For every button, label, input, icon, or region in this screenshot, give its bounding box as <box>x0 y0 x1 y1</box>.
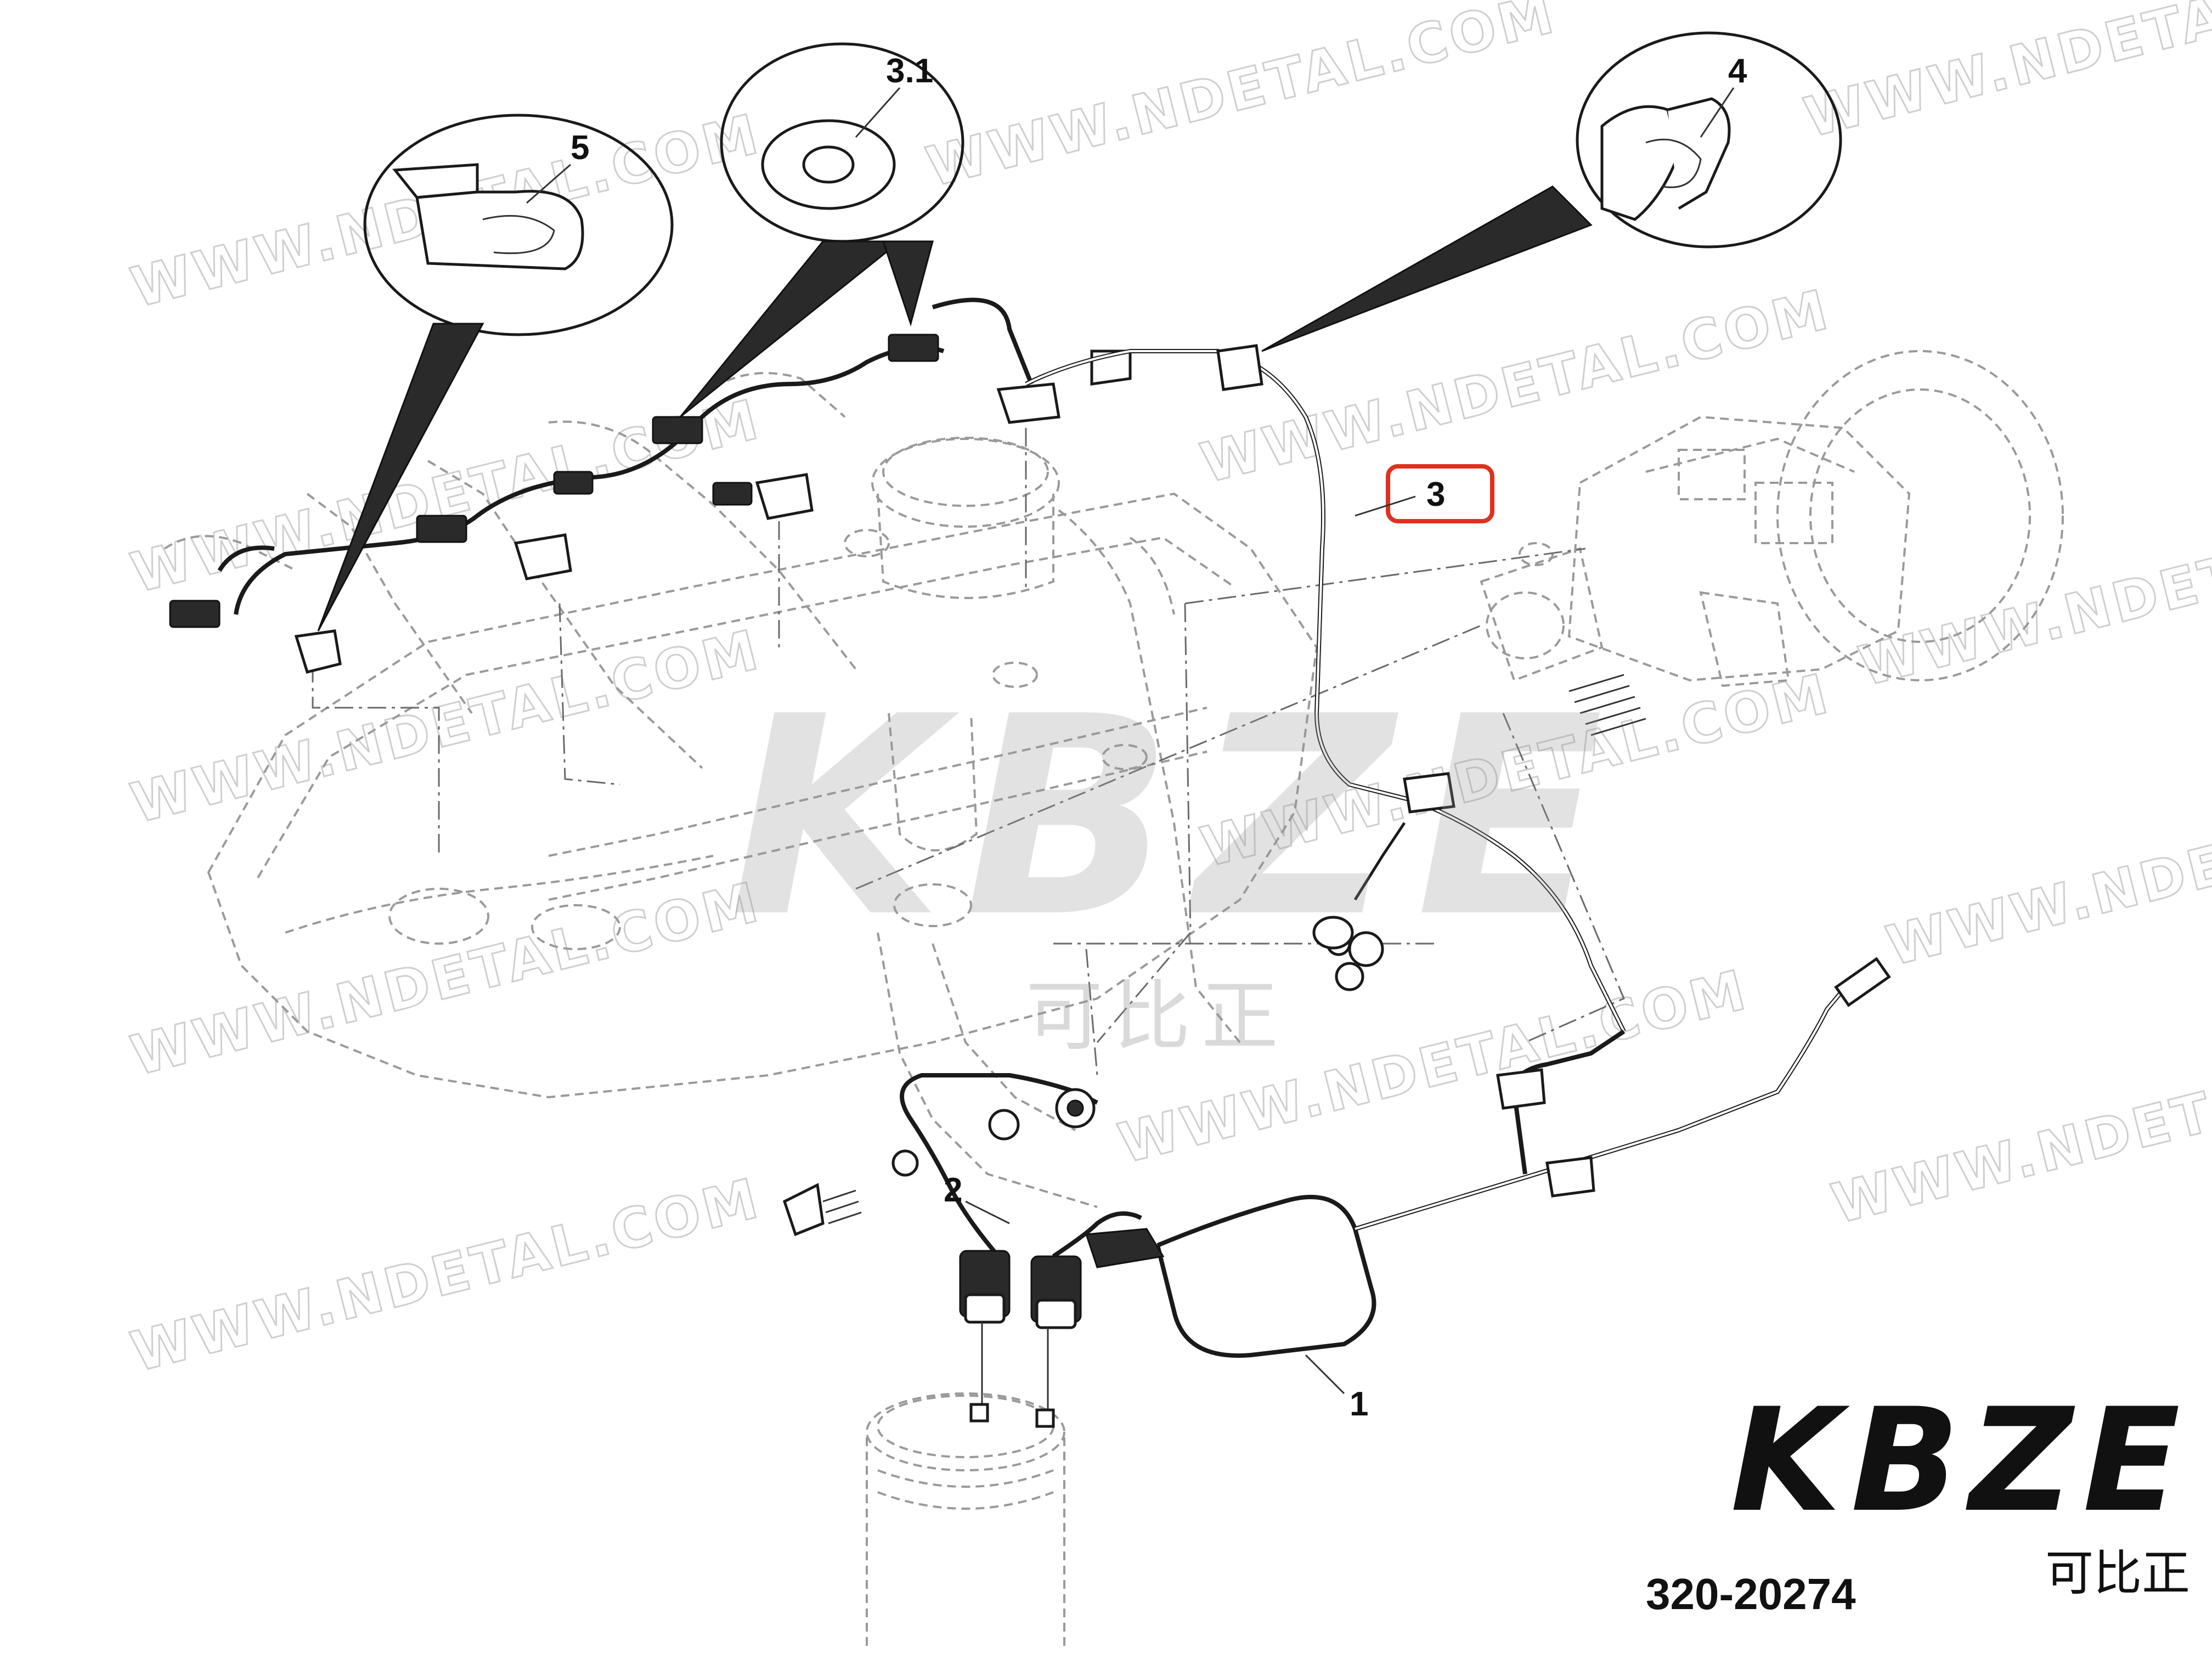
highlight-box <box>1386 464 1494 523</box>
injector-connector <box>169 600 221 628</box>
brand-logo: KBZE 可比正 <box>1730 1390 2190 1604</box>
watermark-text: WWW.NDETAL.COM <box>1881 760 2212 978</box>
injector-connector <box>416 515 467 543</box>
injector-connector <box>712 482 753 506</box>
callout-pointer <box>679 240 902 418</box>
hose-clip <box>996 382 1060 424</box>
brand-logo-text: KBZE <box>1730 1378 2190 1544</box>
pipe-clip <box>1545 1156 1595 1198</box>
washer-3-1-hole <box>802 145 855 184</box>
clip-5-detail <box>415 190 584 270</box>
sealing-washer <box>891 1149 919 1177</box>
callout-label-4: 4 <box>1728 52 1747 90</box>
leader-lines <box>312 428 1625 1076</box>
callout-2: 2 <box>944 1171 1010 1224</box>
hose-clip <box>755 473 814 520</box>
filter-connector-collar <box>964 1293 1006 1324</box>
callout-label-3: 3 <box>1426 476 1445 514</box>
pipe-junction-block <box>1085 1228 1165 1268</box>
hose-clip <box>294 629 342 674</box>
pipe-end-fitting <box>1834 957 1891 1007</box>
watermark-text: WWW.NDETAL.COM <box>1798 0 2212 150</box>
pipe-2-eye-bore <box>1066 1099 1084 1117</box>
clip-4-detail <box>1667 97 1731 210</box>
callout-detail-4: 4 <box>1261 31 1842 352</box>
watermark-text: WWW.NDETAL.COM <box>921 0 1563 199</box>
center-watermark-logo: KBZE 可比正 <box>730 658 1626 1065</box>
fuel-feed-pipes <box>782 957 1891 1415</box>
banjo-bolt <box>782 1183 825 1237</box>
callout-detail-3-1: 3.1 <box>679 42 964 418</box>
sealing-washer <box>988 1109 1020 1141</box>
watermark-text: WWW.NDETAL.COM <box>1195 277 1837 495</box>
callout-label-1: 1 <box>1350 1385 1368 1423</box>
watermark-text: WWW.NDETAL.COM <box>125 870 768 1088</box>
callout-pointer <box>1261 185 1593 352</box>
callout-detail-5: 5 <box>317 114 674 631</box>
hose-clip <box>514 533 572 580</box>
filter-port <box>1035 1408 1055 1428</box>
pipe-clip <box>1403 772 1455 814</box>
fuel-filter <box>866 1392 1065 1646</box>
watermark-text: WWW.NDETAL.COM <box>125 1166 768 1384</box>
callout-label-3-1: 3.1 <box>886 52 933 90</box>
center-logo-subtitle: 可比正 <box>1025 972 1289 1062</box>
pipe-clip-4 <box>1216 344 1263 391</box>
injector-connector <box>553 471 594 495</box>
center-logo-text: KBZE <box>730 658 1626 977</box>
callout-3-highlighted: 3 <box>1355 464 1494 523</box>
injector-connector <box>652 416 703 444</box>
callout-pointer <box>882 240 934 327</box>
pipe-clip <box>1496 1068 1546 1110</box>
filter-port <box>969 1403 989 1423</box>
watermark-text: WWW.NDETAL.COM <box>125 617 768 836</box>
fuel-return-pipe-3 <box>1025 344 1626 1032</box>
injector-leak-off-line <box>169 297 1132 674</box>
banjo-washer <box>1335 962 1364 991</box>
brand-logo-subtitle: 可比正 <box>2045 1545 2190 1601</box>
clip-4-detail <box>1600 105 1680 221</box>
callout-label-2: 2 <box>944 1171 962 1209</box>
callout-label-5: 5 <box>571 129 589 167</box>
banjo-bolt <box>1312 916 1354 950</box>
callout-pointer <box>317 323 484 631</box>
callout-1: 1 <box>1305 1354 1368 1423</box>
filter-connector-collar <box>1035 1299 1077 1329</box>
injection-pump <box>1480 350 2064 736</box>
injector-connector <box>888 334 939 362</box>
part-number: 320-20274 <box>1646 1570 1856 1618</box>
watermark-text: WWW.NDETAL.COM <box>1826 1018 2212 1236</box>
